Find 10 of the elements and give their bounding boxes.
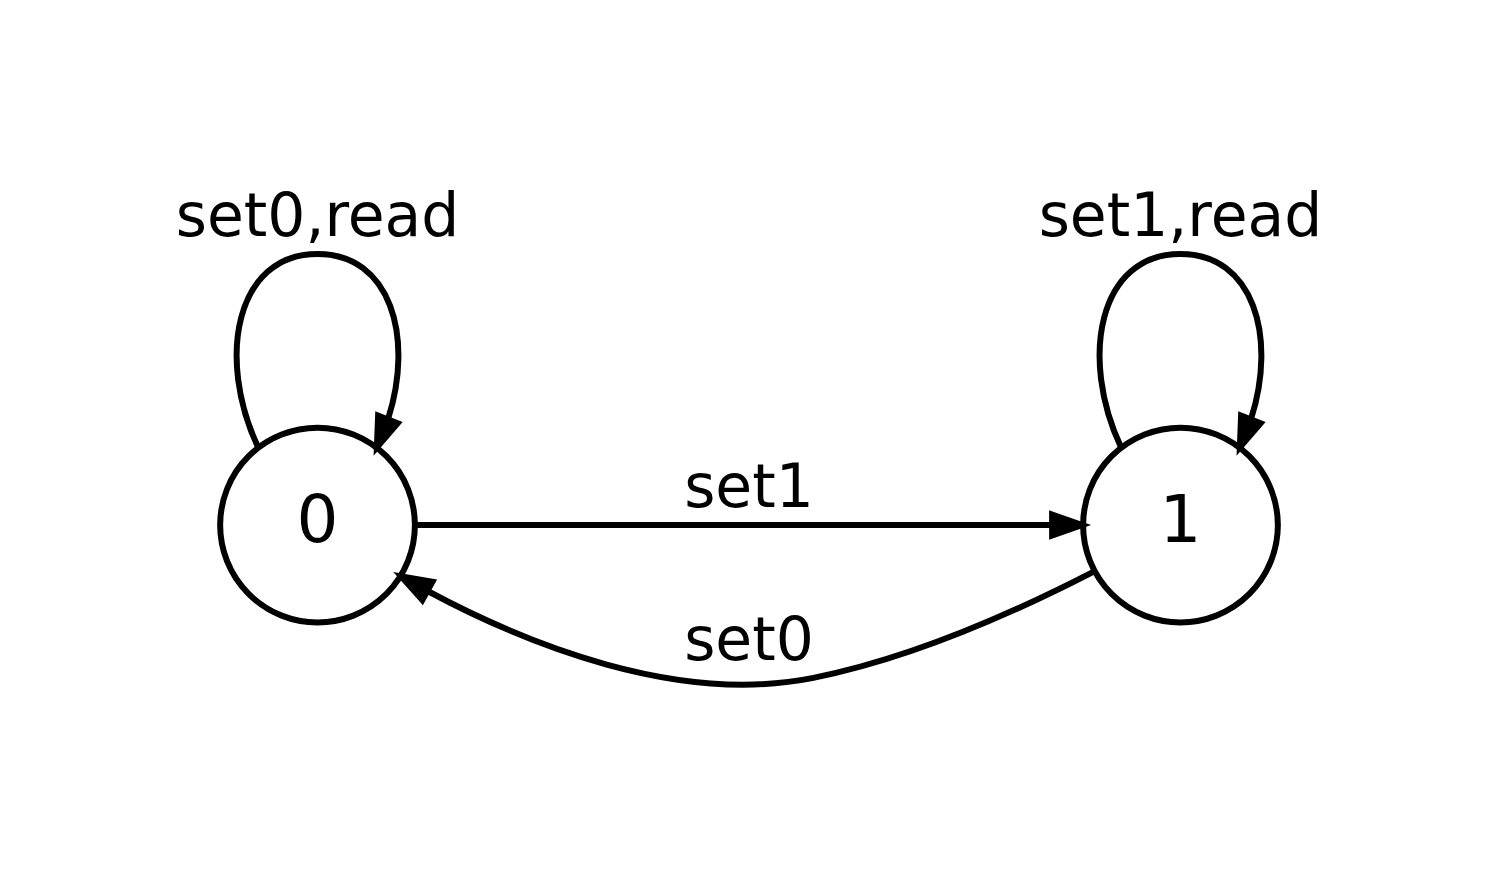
node-circle: 1 xyxy=(1080,424,1281,626)
arrow xyxy=(233,250,403,456)
node-circle: 0 xyxy=(217,424,418,626)
edge-label: set0,read xyxy=(175,179,460,250)
edge-label: set0 xyxy=(684,603,814,674)
arrow xyxy=(1096,250,1266,456)
arrow xyxy=(415,510,1092,540)
arrow xyxy=(393,568,1096,688)
edge-label: set1 xyxy=(684,451,814,522)
edge-label: set1,read xyxy=(1038,179,1323,250)
